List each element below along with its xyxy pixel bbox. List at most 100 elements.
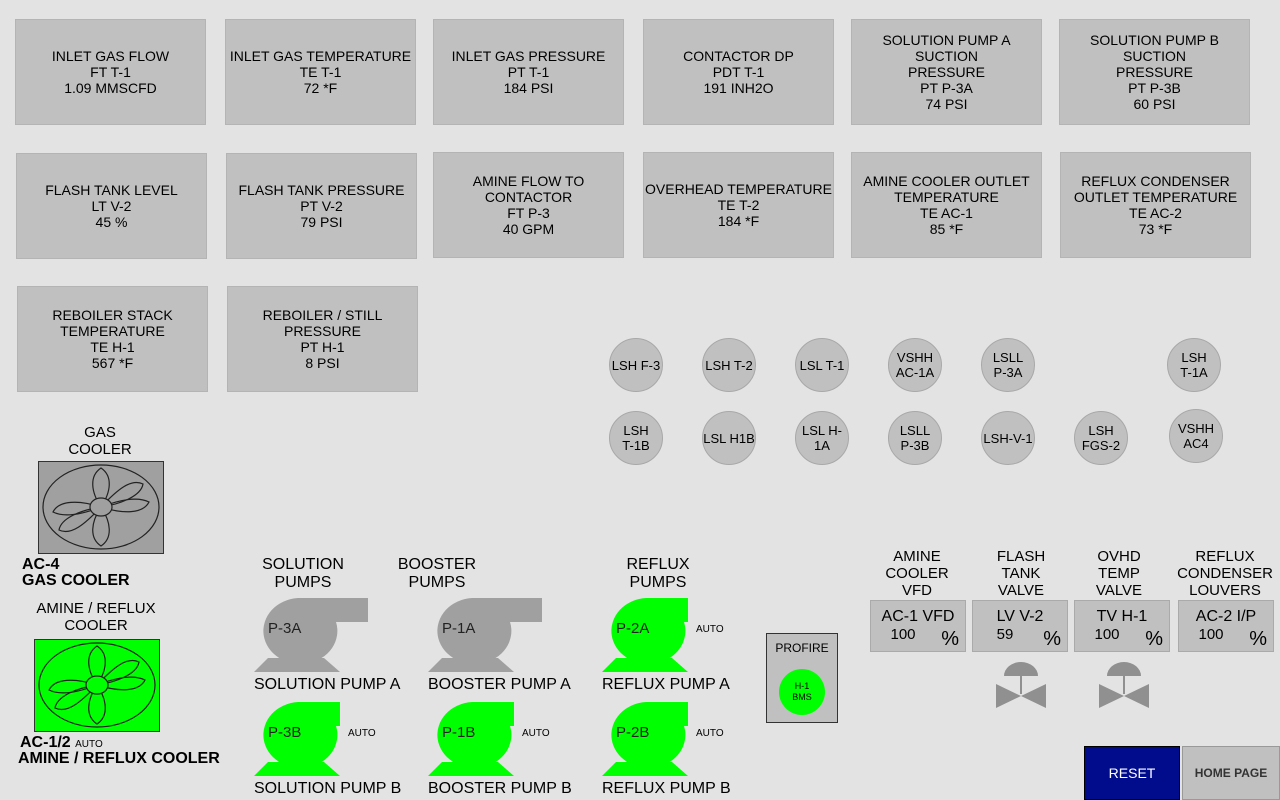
amine-cooler-vfd-box[interactable]: AC-1 VFD 100 % <box>870 600 966 652</box>
indicator-lsh-f-3[interactable]: LSH F-3 <box>609 338 663 392</box>
pump-p-2a[interactable]: P-2A AUTO <box>602 596 724 674</box>
tile-label: INLET GAS FLOW <box>51 48 170 64</box>
tile-tag: LT V-2 <box>91 198 132 214</box>
flash-tank-valve-box[interactable]: LV V-2 59 % <box>972 600 1068 652</box>
indicator-label: LSH <box>1181 350 1207 365</box>
pump-tag: P-1B <box>442 724 476 741</box>
booster-pumps-title-2: PUMPS <box>408 574 466 591</box>
indicator-label-2: P-3A <box>993 365 1023 380</box>
pump-p-1a[interactable]: P-1A <box>428 596 548 674</box>
pump-auto-label: AUTO <box>348 728 376 739</box>
profire-panel[interactable]: PROFIRE H-1 BMS <box>766 633 838 723</box>
reset-button[interactable]: RESET <box>1084 746 1180 800</box>
tile-label: REBOILER / STILL <box>262 307 383 323</box>
tile-tag: PT P-3A <box>920 80 973 96</box>
indicator-lsh-v-1[interactable]: LSH-V-1 <box>981 411 1035 465</box>
tile-tag: TE T-1 <box>299 64 342 80</box>
otv-unit: % <box>1145 628 1163 650</box>
control-valve-icon <box>1099 662 1149 708</box>
tile-label-2: PRESSURE <box>1115 64 1194 80</box>
profire-label-2: BMS <box>792 692 812 702</box>
tile-value: 60 PSI <box>1133 96 1176 112</box>
ftv-unit: % <box>1043 628 1061 650</box>
indicator-lsl-t-1[interactable]: LSL T-1 <box>795 338 849 392</box>
tile-value: 567 *F <box>91 355 134 371</box>
ftv-tag: LV V-2 <box>996 608 1044 625</box>
pump-p-2b[interactable]: P-2B AUTO <box>602 700 724 778</box>
flash-tank-valve-icon[interactable] <box>994 660 1048 710</box>
tile-solution-pump-b-suction: SOLUTION PUMP B SUCTION PRESSURE PT P-3B… <box>1059 19 1250 125</box>
vfd-unit: % <box>941 628 959 650</box>
tile-label: FLASH TANK LEVEL <box>45 182 178 198</box>
pump-icon <box>602 598 688 672</box>
tile-label-2: CONTACTOR <box>484 189 573 205</box>
tile-value: 184 PSI <box>503 80 554 96</box>
flash-tank-valve-title: FLASH TANK VALVE <box>974 548 1068 599</box>
tile-tag: PT V-2 <box>300 198 343 214</box>
tile-value: 74 PSI <box>925 96 968 112</box>
tile-label: SOLUTION PUMP A SUCTION <box>882 32 1011 64</box>
tile-label-2: PRESSURE <box>907 64 986 80</box>
rcl-tag: AC-2 I/P <box>1195 608 1257 625</box>
tile-tag: TE T-2 <box>717 197 760 213</box>
otv-title-2: TEMP <box>1098 565 1140 582</box>
indicator-label: LSLL <box>992 350 1024 365</box>
pump-p-3b[interactable]: P-3B AUTO <box>254 700 376 778</box>
pump-tag: P-2B <box>616 724 650 741</box>
ovhd-temp-valve-title: OVHD TEMP VALVE <box>1072 548 1166 599</box>
pump-name-p-1b: BOOSTER PUMP B <box>428 780 572 797</box>
reflux-condenser-louvers-title: REFLUX CONDENSER LOUVERS <box>1172 548 1278 599</box>
tile-reboiler-still-pressure: REBOILER / STILL PRESSURE PT H-1 8 PSI <box>227 286 418 392</box>
tile-label-2: TEMPERATURE <box>60 323 165 339</box>
indicator-lsl-h1b[interactable]: LSL H1B <box>702 411 756 465</box>
tile-value: 72 *F <box>303 80 338 96</box>
ovhd-temp-valve-box[interactable]: TV H-1 100 % <box>1074 600 1170 652</box>
profire-title: PROFIRE <box>775 641 829 655</box>
gas-cooler-fan[interactable] <box>38 461 164 554</box>
rcl-title-2: CONDENSER <box>1177 565 1273 582</box>
reflux-pumps-title-2: PUMPS <box>629 574 687 591</box>
tile-overhead-temperature: OVERHEAD TEMPERATURE TE T-2 184 *F <box>643 152 834 258</box>
pump-name-p-2b: REFLUX PUMP B <box>602 780 731 797</box>
pump-icon <box>254 598 368 672</box>
indicator-lsl-h-1a[interactable]: LSL H-1A <box>795 411 849 465</box>
pump-tag: P-2A <box>616 620 650 637</box>
amine-cooler-auto: AUTO <box>75 739 103 750</box>
tile-tag: FT P-3 <box>507 205 550 221</box>
tile-value: 1.09 MMSCFD <box>64 80 157 96</box>
solution-pumps-title-2: PUMPS <box>274 574 332 591</box>
indicator-lsh-t-2[interactable]: LSH T-2 <box>702 338 756 392</box>
tile-value: 8 PSI <box>305 355 340 371</box>
solution-pumps-title: SOLUTION PUMPS <box>244 556 362 592</box>
tile-label-2: TEMPERATURE <box>894 189 999 205</box>
pump-p-1b[interactable]: P-1B AUTO <box>428 700 550 778</box>
tile-tag: TE H-1 <box>90 339 135 355</box>
tile-label: SOLUTION PUMP B SUCTION <box>1090 32 1219 64</box>
reflux-condenser-louvers-box[interactable]: AC-2 I/P 100 % <box>1178 600 1274 652</box>
fan-icon <box>38 642 156 728</box>
pump-p-3a[interactable]: P-3A <box>254 596 374 674</box>
indicator-label-2: FGS-2 <box>1081 438 1121 453</box>
tile-tag: TE AC-2 <box>1129 205 1182 221</box>
indicator-label-2: T-1B <box>622 438 650 453</box>
rcl-title-1: REFLUX <box>1195 548 1255 565</box>
amine-reflux-cooler-fan[interactable] <box>34 639 160 732</box>
otv-title-1: OVHD <box>1097 548 1141 565</box>
indicator-label: VSHH <box>1177 421 1215 436</box>
otv-title-3: VALVE <box>1095 582 1143 599</box>
profire-status-indicator: H-1 BMS <box>779 669 825 715</box>
home-page-button[interactable]: HOME PAGE <box>1182 746 1280 800</box>
otv-value: 100 <box>1094 626 1120 643</box>
tile-amine-flow-to-contactor: AMINE FLOW TO CONTACTOR FT P-3 40 GPM <box>433 152 624 258</box>
indicator-label: LSH-V-1 <box>983 430 1033 446</box>
ovhd-temp-valve-icon[interactable] <box>1097 660 1151 710</box>
indicator-label-2: AC-1A <box>895 365 935 380</box>
rcl-title-3: LOUVERS <box>1189 582 1261 599</box>
